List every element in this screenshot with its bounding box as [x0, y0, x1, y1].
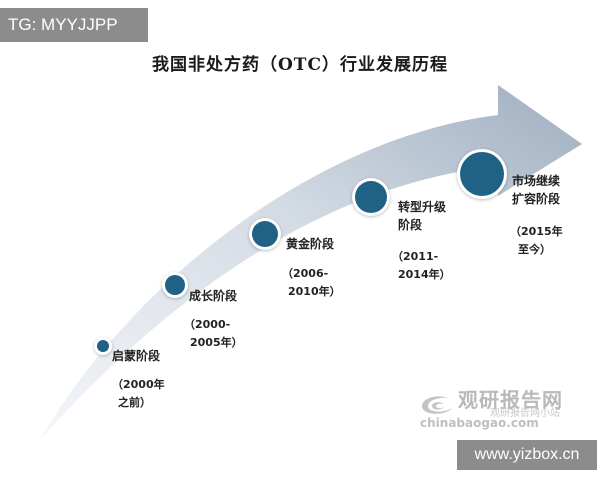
stage-label-4: 转型升级 阶段 — [398, 198, 446, 234]
period-line: （2000- — [184, 318, 231, 331]
stage-period-2: （2000- 2005年） — [184, 316, 243, 352]
stage-dot-1 — [97, 340, 109, 352]
period-line: （2015年 — [510, 225, 563, 238]
stage-name: 扩容阶段 — [512, 192, 561, 206]
stage-dot-4 — [355, 181, 387, 213]
stage-name: 成长阶段 — [189, 289, 238, 303]
period-line: （2000年 — [112, 378, 165, 391]
watermark-brand: 观研报告网 — [458, 388, 563, 412]
page-title: 我国非处方药（OTC）行业发展历程 — [152, 55, 448, 75]
watermark-url: chinabaogao.com — [420, 416, 539, 430]
arrow-body — [40, 85, 582, 440]
watermark-overlay: 观研报告网小站 — [490, 408, 560, 419]
stage-dot-2 — [165, 275, 185, 295]
site-label: www.yizbox.cn — [457, 440, 597, 470]
period-line: 至今） — [518, 243, 551, 256]
period-line: （2006- — [282, 267, 329, 280]
stage-name: 启蒙阶段 — [112, 349, 161, 363]
stage-label-1: 启蒙阶段 — [112, 347, 160, 365]
period-line: 2014年） — [398, 268, 451, 281]
stage-label-5: 市场继续 扩容阶段 — [512, 172, 560, 208]
stage-period-1: （2000年 之前） — [112, 376, 165, 412]
stage-dot-5 — [460, 152, 504, 196]
watermark-swirl-icon — [422, 396, 452, 414]
period-line: 2010年） — [288, 285, 341, 298]
period-line: 之前） — [118, 396, 151, 409]
stage-label-2: 成长阶段 — [189, 287, 237, 305]
period-line: 2005年） — [190, 336, 243, 349]
stage-name: 黄金阶段 — [286, 237, 335, 251]
stage-period-4: （2011- 2014年） — [392, 248, 451, 284]
stage-name: 转型升级 — [398, 200, 447, 214]
stage-dot-3 — [252, 221, 278, 247]
stage-name: 阶段 — [398, 218, 423, 232]
period-line: （2011- — [392, 250, 439, 263]
stage-period-3: （2006- 2010年） — [282, 265, 341, 301]
stage-label-3: 黄金阶段 — [286, 235, 334, 253]
tag-label: TG: MYYJJPP — [0, 8, 148, 42]
stage-period-5: （2015年 至今） — [510, 223, 563, 259]
stage-name: 市场继续 — [512, 174, 561, 188]
